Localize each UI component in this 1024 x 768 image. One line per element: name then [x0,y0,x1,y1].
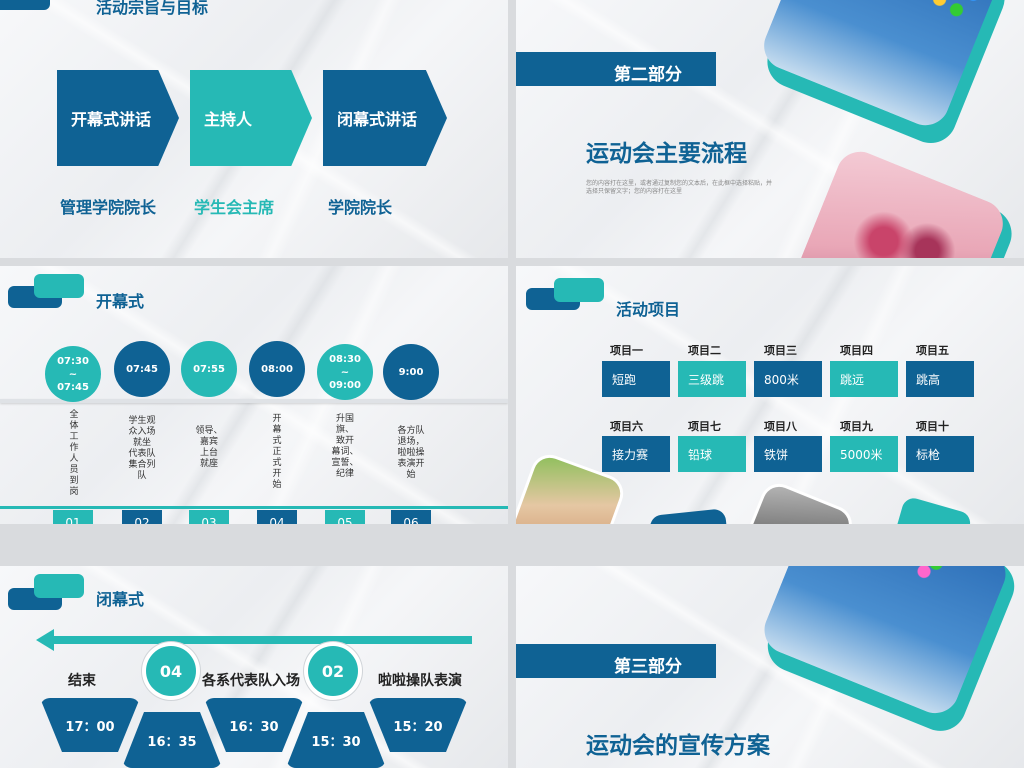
runner-feet-image [740,482,854,524]
speaker-label: 学生会主席 [194,198,275,217]
slide-title: 闭幕式 [96,590,145,609]
section-heading: 运动会的宣传方案 [586,733,770,759]
step-label: 结束 [68,673,96,689]
step-label: 各系代表队入场 [202,673,300,689]
event-label: 项目九 [840,420,873,433]
section-heading: 运动会主要流程 [586,141,747,167]
time-block: 17：00 [40,698,140,752]
slide-closing-ceremony[interactable]: 闭幕式 结束 各系代表队入场 啦啦操队表演 04 02 17：00 16：30 … [0,566,508,768]
timeline-number-tab: 04 [257,510,297,524]
chevron-label: 闭幕式讲话 [337,110,418,129]
timeline-number-tab: 06 [391,510,431,524]
event-box: 三级跳 [678,361,746,397]
cheering-people-image [789,144,1011,258]
event-label: 项目七 [688,420,721,433]
timeline-time-circle: 07:55 [181,341,237,397]
event-box: 铁饼 [754,436,822,472]
event-box: 短跑 [602,361,670,397]
timeline-description: 开 幕 式 正 式 开 始 [272,414,282,490]
section-label: 第二部分 [614,65,682,85]
event-label: 项目三 [764,344,797,357]
arrow-head-icon [36,629,54,651]
timeline-description: 领导、 嘉宾 上台 就座 [195,426,223,469]
step-badge: 04 [146,646,196,696]
slide-opening-ceremony[interactable]: 开幕式 07:30 ~ 07:45 全 体 工 作 人 员 到 岗 01 07:… [0,266,508,524]
event-box: 跳高 [906,361,974,397]
timeline-time-circle: 9:00 [383,344,439,400]
timeline-number-tab: 03 [189,510,229,524]
slide-section-three[interactable]: 第三部分 运动会的宣传方案 [516,566,1024,768]
timeline-arrow [52,636,472,644]
slide-logo [554,278,604,302]
timeline-time-circle: 08:30 ~ 09:00 [317,344,373,400]
section-banner [516,52,716,86]
timeline-divider [0,506,508,509]
time-block: 16：35 [122,712,222,768]
decorative-card [889,495,973,524]
timeline-number-tab: 05 [325,510,365,524]
event-label: 项目二 [688,344,721,357]
step-badge: 02 [308,646,358,696]
slide-logo [34,274,84,298]
slide-title: 活动项目 [616,300,681,319]
event-box: 跳远 [830,361,898,397]
chevron-label: 开幕式讲话 [71,110,152,129]
speaker-label: 管理学院院长 [60,198,157,217]
timeline-divider [0,399,508,403]
slide-logo [34,574,84,598]
timeline-time-circle: 07:45 [114,341,170,397]
event-label: 项目十 [916,420,949,433]
event-label: 项目一 [610,344,643,357]
timeline-description: 各方队 退场， 啦啦操 表演开 始 [397,426,425,480]
speaker-label: 学院院长 [328,198,393,217]
section-body-text: 您的内容打在这里，或者通过复制您的文本后，在此框中选择粘贴，并选择只保留文字；您… [586,180,773,195]
decorative-card [649,508,731,524]
timeline-description: 全 体 工 作 人 员 到 岗 [69,410,79,497]
event-box: 铅球 [678,436,746,472]
timeline-number-tab: 02 [122,510,162,524]
time-block: 15：20 [368,698,468,752]
event-box: 800米 [754,361,822,397]
section-banner [516,644,716,678]
slide-title: 活动宗旨与目标 [96,0,209,17]
time-block: 15：30 [286,712,386,768]
chevron-label: 主持人 [204,110,253,129]
chevron-host: 主持人 [190,70,312,166]
timeline-time-circle: 07:30 ~ 07:45 [45,346,101,402]
event-box: 5000米 [830,436,898,472]
event-label: 项目五 [916,344,949,357]
slide-title: 开幕式 [96,292,145,311]
event-label: 项目六 [610,420,643,433]
section-label: 第三部分 [614,657,682,677]
chevron-opening-speech: 开幕式讲话 [57,70,179,166]
time-block: 16：30 [204,698,304,752]
step-label: 啦啦操队表演 [378,673,462,689]
timeline-description: 学生观 众入场 就坐 代表队 集合列 队 [128,416,156,481]
timeline-number-tab: 01 [53,510,93,524]
chevron-closing-speech: 闭幕式讲话 [323,70,447,166]
timeline-description: 升国 旗、 致开 幕词、 宣誓、 纪律 [331,414,359,479]
slide-goals[interactable]: 活动宗旨与目标 开幕式讲话 主持人 闭幕式讲话 管理学院院长 学生会主席 学院院… [0,0,508,258]
event-label: 项目四 [840,344,873,357]
event-label: 项目八 [764,420,797,433]
event-box: 接力赛 [602,436,670,472]
slide-section-two[interactable]: 第二部分 运动会主要流程 您的内容打在这里，或者通过复制您的文本后，在此框中选择… [516,0,1024,258]
event-box: 标枪 [906,436,974,472]
slide-events[interactable]: 活动项目 项目一 短跑 项目二 三级跳 项目三 800米 项目四 跳远 项目五 … [516,266,1024,524]
slide-logo [0,0,50,10]
timeline-time-circle: 08:00 [249,341,305,397]
